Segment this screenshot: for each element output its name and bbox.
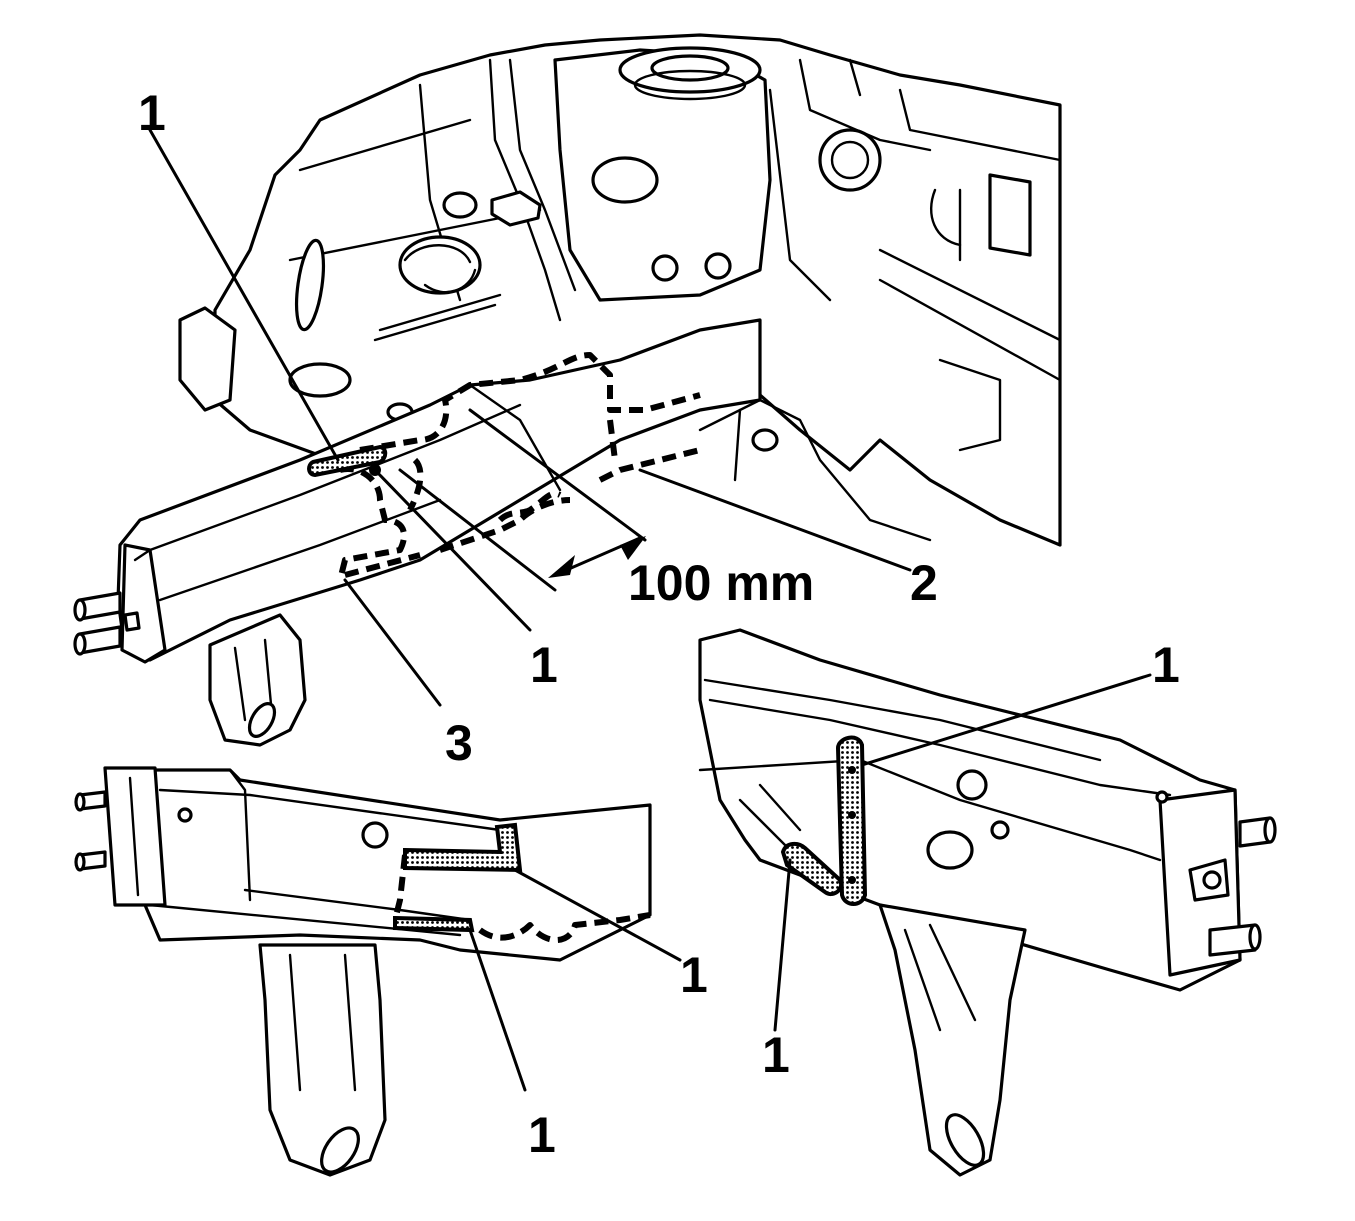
callout-1-right-bottom: 1 [762, 1027, 790, 1083]
callout-1-bottom-left-upper: 1 [680, 947, 708, 1003]
callout-1-right-top: 1 [1152, 637, 1180, 693]
dimension-label: 100 mm [628, 555, 815, 611]
bottom-left-rail [74, 766, 682, 1177]
callout-1-top-left: 1 [138, 85, 166, 141]
callout-3: 3 [445, 715, 473, 771]
callout-1-top-center: 1 [530, 637, 558, 693]
top-front-rail [73, 128, 912, 747]
callout-2: 2 [910, 555, 938, 611]
callout-1-bottom-left-lower: 1 [528, 1107, 556, 1163]
bottom-right-rail [698, 628, 1277, 1177]
